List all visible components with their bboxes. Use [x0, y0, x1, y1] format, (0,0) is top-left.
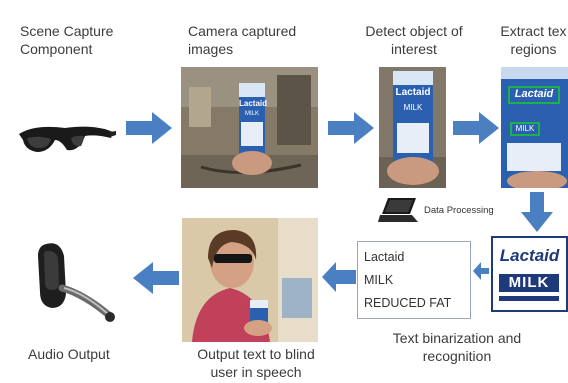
- binarized-text-badge: Lactaid MILK: [491, 236, 568, 312]
- label-output-text: Output text to blind user in speech: [197, 346, 315, 380]
- label-binarization: Text binarization and recognition: [392, 330, 522, 364]
- laptop-icon: [378, 198, 418, 222]
- label-detect-object: Detect object of interest: [365, 23, 463, 57]
- carton-brand-text: Lactaid: [239, 99, 268, 108]
- smart-glasses-icon: [19, 126, 116, 152]
- label-extract-text: Extract tex regions: [500, 23, 567, 57]
- badge-product-box: MILK: [499, 274, 559, 292]
- label-camera-captured: Camera captured images: [188, 23, 297, 57]
- arrow-glasses-to-camera: [126, 112, 172, 144]
- recognized-line-1: Lactaid: [364, 250, 405, 264]
- extracted-brand-text: Lactaid: [514, 88, 554, 100]
- recognized-line-3: REDUCED FAT: [364, 296, 452, 310]
- arrow-camera-to-detect: [328, 112, 374, 144]
- label-scene-capture: Scene Capture Component: [20, 23, 114, 57]
- arrow-user-to-headset: [133, 262, 179, 294]
- badge-product-text: MILK: [508, 274, 550, 291]
- carton-product-text: MILK: [244, 111, 259, 117]
- arrow-detect-to-extract: [453, 112, 499, 144]
- arrow-extract-to-binarization: [521, 192, 553, 232]
- extracted-product-text: MILK: [515, 124, 535, 133]
- recognized-text-box: Lactaid MILK REDUCED FAT: [357, 241, 471, 319]
- bluetooth-headset-icon: [38, 243, 115, 322]
- arrow-textbox-to-user: [322, 262, 356, 292]
- badge-brand-text: Lactaid: [499, 246, 560, 265]
- detected-object-image: Lactaid MILK: [379, 67, 446, 188]
- camera-captured-image: Lactaid MILK: [181, 67, 318, 188]
- label-audio-output: Audio Output: [28, 346, 110, 362]
- badge-underline: [499, 296, 559, 301]
- arrow-badge-to-textbox: [473, 262, 489, 280]
- label-data-processing: Data Processing: [424, 205, 494, 216]
- detected-brand-text: Lactaid: [395, 87, 431, 98]
- detected-product-text: MILK: [403, 103, 423, 112]
- extracted-region-image: Lactaid MILK: [501, 67, 568, 188]
- recognized-line-2: MILK: [364, 273, 394, 287]
- blind-user-photo: [182, 218, 318, 342]
